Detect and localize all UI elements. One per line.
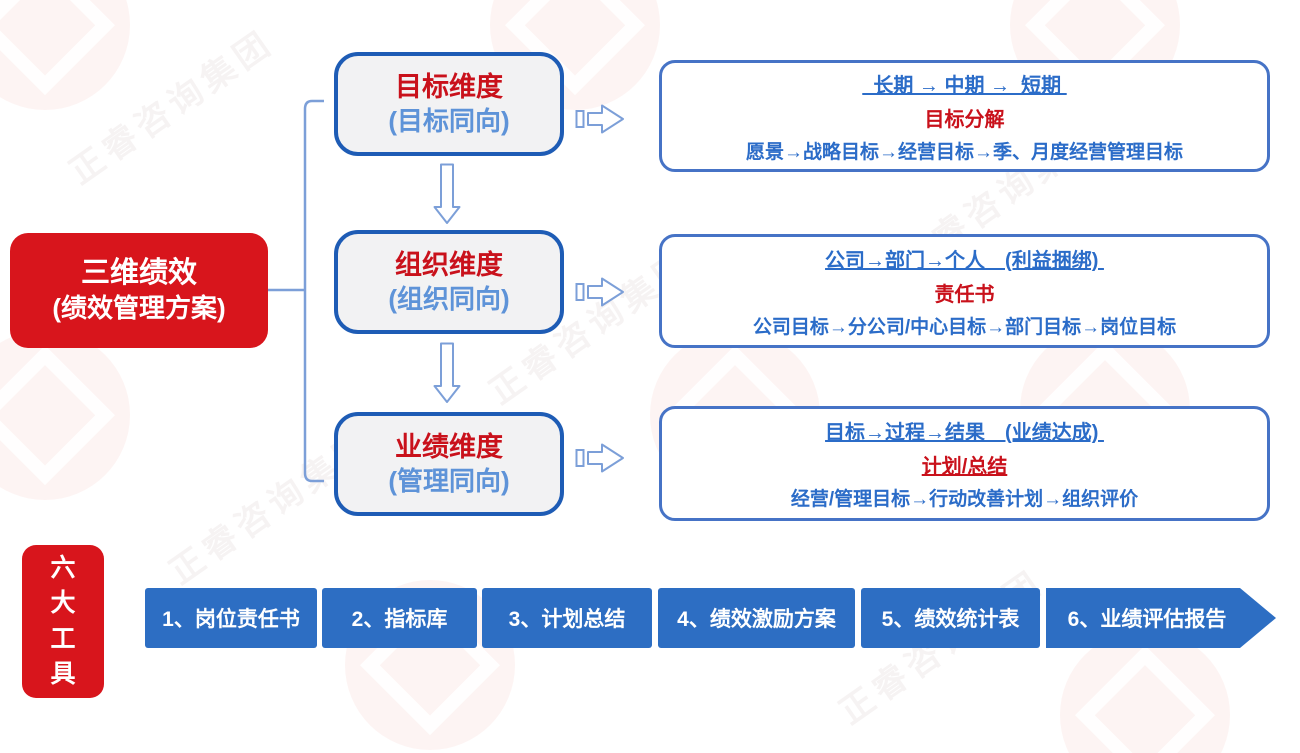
right-arrow-icon: [575, 277, 624, 307]
panel-detail-text: 愿景→战略目标→经营目标→季、月度经营管理目标: [745, 141, 1183, 163]
root-subtitle: (绩效管理方案): [52, 293, 226, 324]
panel-keyword: 责任书: [934, 283, 995, 306]
down-arrow-icon: [433, 163, 461, 224]
dimension-subtitle: (组织同向): [388, 283, 510, 314]
watermark-diamond-icon: [0, 345, 115, 485]
detail-panel-organization: 公司→部门→个人 (利益捆绑) 责任书 公司目标→分公司/中心目标→部门目标→岗…: [659, 234, 1270, 348]
dimension-subtitle: (目标同向): [388, 105, 510, 136]
down-arrow-icon: [433, 342, 461, 403]
tool-bar-position-responsibility: 1、岗位责任书: [145, 588, 317, 648]
tool-bar-evaluation-report: 6、业绩评估报告: [1046, 588, 1276, 648]
tool-bar-incentive-plan: 4、绩效激励方案: [658, 588, 855, 648]
six-tools-label-box: 六大工具: [22, 545, 104, 698]
right-arrow-icon: [575, 443, 624, 473]
dimension-title: 目标维度: [395, 71, 503, 102]
panel-flow-text: 目标→过程→结果 (业绩达成): [825, 422, 1104, 444]
dimension-box-goal: 目标维度 (目标同向): [334, 52, 564, 156]
dimension-box-performance: 业绩维度 (管理同向): [334, 412, 564, 516]
watermark-logo: [0, 330, 130, 500]
brace-connector: [268, 99, 324, 483]
panel-detail-text: 公司目标→分公司/中心目标→部门目标→岗位目标: [752, 316, 1177, 338]
tool-bar-indicator-library: 2、指标库: [322, 588, 477, 648]
detail-panel-goal: 长期 → 中期 → 短期 目标分解 愿景→战略目标→经营目标→季、月度经营管理目…: [659, 60, 1270, 172]
detail-panel-performance: 目标→过程→结果 (业绩达成) 计划/总结 经营/管理目标→行动改善计划→组织评…: [659, 406, 1270, 521]
panel-keyword: 目标分解: [924, 108, 1005, 131]
dimension-title: 组织维度: [395, 249, 503, 280]
panel-keyword: 计划/总结: [921, 456, 1008, 478]
tool-bar-plan-summary: 3、计划总结: [482, 588, 652, 648]
tool-bar-statistics-table: 5、绩效统计表: [861, 588, 1040, 648]
dimension-title: 业绩维度: [395, 431, 503, 462]
right-arrow-icon: [575, 104, 624, 134]
panel-flow-text: 长期 → 中期 → 短期: [862, 74, 1067, 97]
panel-flow-text: 公司→部门→个人 (利益捆绑): [825, 249, 1104, 272]
watermark-diamond-icon: [0, 0, 115, 95]
root-title: 三维绩效: [80, 256, 197, 289]
watermark-diamond-icon: [1075, 645, 1215, 753]
panel-detail-text: 经营/管理目标→行动改善计划→组织评价: [790, 489, 1139, 510]
dimension-box-organization: 组织维度 (组织同向): [334, 230, 564, 334]
six-tools-label: 六大工具: [50, 553, 76, 689]
watermark-logo: [1060, 630, 1230, 753]
root-node-three-dimension-performance: 三维绩效 (绩效管理方案): [10, 233, 268, 348]
watermark-logo: [0, 0, 130, 110]
dimension-subtitle: (管理同向): [388, 465, 510, 496]
